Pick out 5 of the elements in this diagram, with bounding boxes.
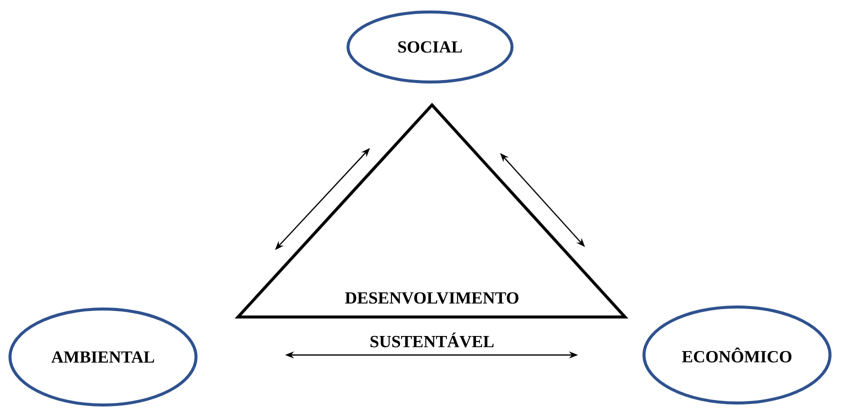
oval-node: ECONÔMICO — [642, 306, 832, 404]
oval-node: AMBIENTAL — [8, 308, 198, 406]
triangle-label: DESENVOLVIMENTO — [345, 292, 518, 304]
oval-node: SOCIAL — [346, 10, 514, 84]
triangle-label: SUSTENTÁVEL — [370, 332, 494, 348]
